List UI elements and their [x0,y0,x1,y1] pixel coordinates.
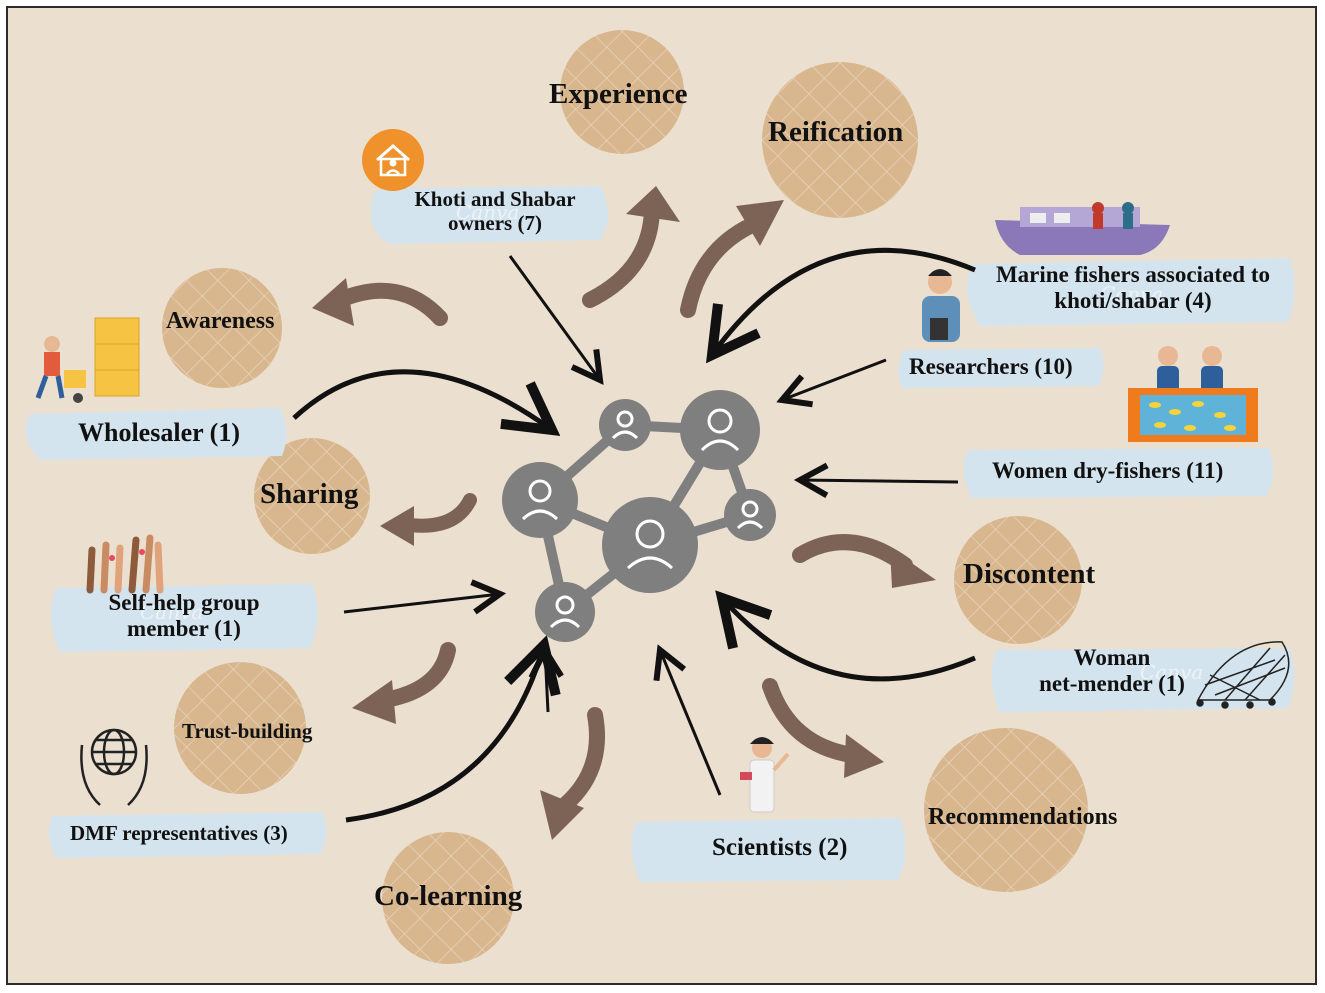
arrow-from-wholesaler [292,369,552,430]
arrow-to-experience [582,186,680,308]
band-women-dry [963,448,1274,498]
fishing-net-icon [1196,641,1290,709]
label-bands [25,186,1295,882]
arrow-to-recommendations [762,678,884,778]
concept-experience: Experience [549,78,688,110]
house-person-icon [362,129,424,191]
arrow-to-awareness [312,278,448,326]
arrow-from-khoti [508,255,600,380]
actor-marine-line1: Marine fishers associated to [995,262,1271,287]
band-shg [50,584,318,652]
circle-recommendations [924,728,1088,892]
scientist-icon [740,737,790,813]
actor-dmf-representatives: DMF representatives (3) [70,821,288,845]
arrow-from-scientists [660,650,722,796]
band-wholesaler [25,408,287,460]
circle-experience [560,30,684,154]
concept-discontent: Discontent [963,558,1096,590]
concept-awareness: Awareness [166,308,275,334]
actor-marine-line2: khoti/shabar (4) [1054,287,1212,313]
band-khoti [370,186,608,244]
arrow-from-colearning-side [545,650,548,713]
circle-sharing [254,438,370,554]
brown-arrows [312,186,936,840]
fishing-boat-icon [995,202,1170,255]
arrow-to-discontent [792,534,936,588]
arrow-from-marine [712,247,976,355]
arrow-from-researchers [782,358,887,400]
actor-shg-line2: member (1) [127,615,241,641]
actor-marine-fishers: Marine fishers associated to khoti/shaba… [976,262,1290,314]
arrow-to-sharing [380,493,477,546]
actor-woman-net-mender: Woman net-mender (1) [1022,645,1202,697]
band-dmf [48,812,327,858]
arrow-to-reification [680,200,784,318]
concept-reification: Reification [768,116,904,148]
black-arrows [292,247,976,823]
actor-khoti-line2: owners (7) [448,210,542,235]
concept-trust-building: Trust-building [182,719,313,743]
actor-scientists: Scientists (2) [712,834,848,861]
arrow-from-netmender [722,598,976,682]
wholesaler-cart-icon [35,317,140,403]
concept-circles [162,30,1088,964]
band-researchers [898,348,1104,388]
globe-hands-icon [80,728,148,806]
watermark-canva: Canva [1140,660,1204,684]
actor-researchers: Researchers (10) [909,354,1073,379]
arrow-from-women-dry [800,480,959,482]
actor-khoti-shabar-owners: Khoti and Shabar owners (7) [390,187,600,235]
actor-netmender-line2: net-mender (1) [1039,670,1185,696]
circle-trust-building [174,662,306,794]
arrow-from-shg [343,594,500,612]
circle-co-learning [382,832,514,964]
band-netmender [991,648,1295,712]
watermark-canva: Canva [1100,282,1164,306]
circle-discontent [954,516,1082,644]
watermark-canva: Canva [140,600,204,624]
women-dry-fish-icon [1128,346,1258,442]
actor-shg-line1: Self-help group [108,590,260,615]
arrow-to-trust [352,642,456,724]
network-people-icon [502,390,776,642]
circle-reification [762,62,918,218]
arrow-from-dmf [345,645,544,823]
actor-netmender-line1: Woman [1073,645,1151,670]
actor-self-help-group: Self-help group member (1) [84,590,284,642]
concept-co-learning: Co-learning [374,880,523,912]
concept-sharing: Sharing [260,478,359,510]
actor-khoti-line1: Khoti and Shabar [414,187,576,211]
watermark-canva: Canva [456,200,520,224]
researcher-person-icon [922,269,960,342]
arrow-to-colearning [540,707,605,840]
band-scientists [631,818,906,882]
raised-hands-icon [86,534,164,594]
concept-recommendations: Recommendations [928,804,1118,830]
actor-wholesaler: Wholesaler (1) [78,418,240,447]
actor-women-dry-fishers: Women dry-fishers (11) [992,458,1224,483]
circle-awareness [162,268,282,388]
band-marine [967,258,1295,326]
